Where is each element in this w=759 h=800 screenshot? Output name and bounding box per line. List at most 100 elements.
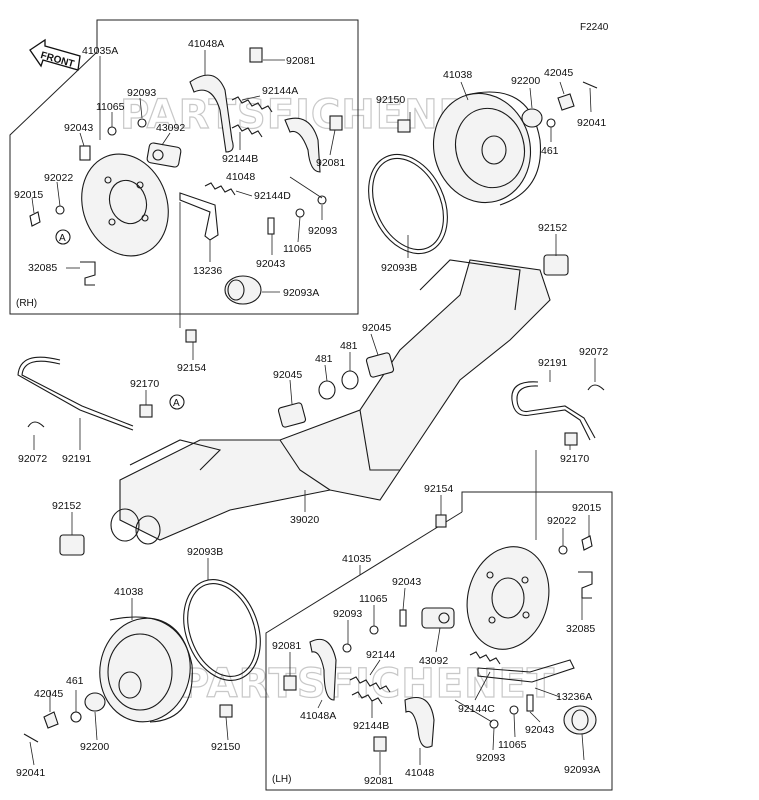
part-label: 41048A [300,710,336,722]
part-label: 461 [541,145,559,157]
hub-parts-upper [397,81,598,276]
part-label: 92150 [211,741,240,753]
part-label: 92093 [333,608,362,620]
part-label: 92072 [579,346,608,358]
part-label: 92022 [44,172,73,184]
part-label: 92191 [62,453,91,465]
rh-backing-plate [81,153,169,257]
axle-housing-39020 [110,259,551,545]
brake-drum-upper [432,91,542,206]
rh-box: (RH) [9,19,359,315]
part-label: 92022 [547,515,576,527]
vent-hose-right [511,381,605,446]
part-label: 92081 [364,775,393,787]
part-label: 43092 [156,122,185,134]
lh-lever-13236a [477,659,575,683]
part-label: 92152 [538,222,567,234]
part-label: 92043 [64,122,93,134]
part-label: 92041 [16,767,45,779]
axle-bushings [59,329,447,556]
lh-wheel-cylinder [421,607,455,629]
part-label: 92015 [572,502,601,514]
part-label: 39020 [290,514,319,526]
part-label: 92170 [130,378,159,390]
part-label: 41035 [342,553,371,565]
part-label: 92144B [353,720,389,732]
part-label: 41048 [405,767,434,779]
part-label: 92170 [560,453,589,465]
rh-lever-13236 [179,192,219,241]
part-label: 92152 [52,500,81,512]
part-label: 92043 [392,576,421,588]
part-label: 481 [315,353,333,365]
part-label: 92144D [254,190,291,202]
seal-ring-upper [368,153,448,255]
part-label: 92081 [286,55,315,67]
lh-brake-shoes [309,638,435,748]
part-label: 92093A [564,764,600,776]
part-label: 92015 [14,189,43,201]
part-label: 92144C [458,703,495,715]
ref-marker-a-1: A [55,229,71,245]
part-label: 92072 [18,453,47,465]
rh-clip-32085 [80,261,96,286]
part-label: 92045 [362,322,391,334]
part-label: 41048 [226,171,255,183]
part-label: 41035A [82,45,118,57]
part-label: 11065 [96,101,125,113]
part-label: 32085 [566,623,595,635]
part-label: 92144A [262,85,298,97]
part-label: 13236 [193,265,222,277]
watermark-bottom: PARTSFICHENET [180,661,555,707]
part-label: 92093 [476,752,505,764]
part-label: 92043 [525,724,554,736]
part-label: 92045 [273,369,302,381]
part-label: 41038 [443,69,472,81]
part-label: 92093 [308,225,337,237]
part-label: 92144B [222,153,258,165]
part-label: 481 [340,340,358,352]
lh-springs [349,651,501,705]
part-label: 92200 [511,75,540,87]
part-label: 13236A [556,691,592,703]
part-label: 92081 [316,157,345,169]
part-label: 11065 [498,739,527,751]
front-arrow-icon: FRONT [29,38,81,71]
part-label: 92081 [272,640,301,652]
rh-springs [204,96,273,196]
part-label: 11065 [359,593,388,605]
part-label: 92093B [187,546,223,558]
ref-marker-a-2: A [169,394,185,410]
rh-seal-92093a [224,275,262,305]
lh-box: (LH) [265,491,613,791]
rh-brake-shoe-lower [284,117,321,173]
svg-text:A: A [173,398,180,409]
rh-wheel-cylinder [146,142,182,168]
part-label: 42045 [34,688,63,700]
figure-code: F2240 [580,22,609,33]
part-label: 32085 [28,262,57,274]
svg-text:(RH): (RH) [16,298,37,309]
leader-lines [29,50,596,775]
part-label: 92043 [256,258,285,270]
part-label: 92093B [381,262,417,274]
lh-backing-plate [466,546,550,650]
part-label: 11065 [283,243,312,255]
part-label: 461 [66,675,84,687]
rh-brake-shoe-upper [189,74,234,153]
part-label: 92144 [366,649,395,661]
svg-text:A: A [59,233,66,244]
vent-hose-left [17,356,153,431]
part-label: 92200 [80,741,109,753]
part-label: 43092 [419,655,448,667]
part-label: 42045 [544,67,573,79]
part-label: 92154 [177,362,206,374]
part-label: 92093A [283,287,319,299]
part-label: 92150 [376,94,405,106]
seal-ring-lower [183,579,261,681]
svg-text:(LH): (LH) [272,774,291,785]
part-label: 41048A [188,38,224,50]
part-label: 92041 [577,117,606,129]
lh-small-parts [283,535,597,752]
